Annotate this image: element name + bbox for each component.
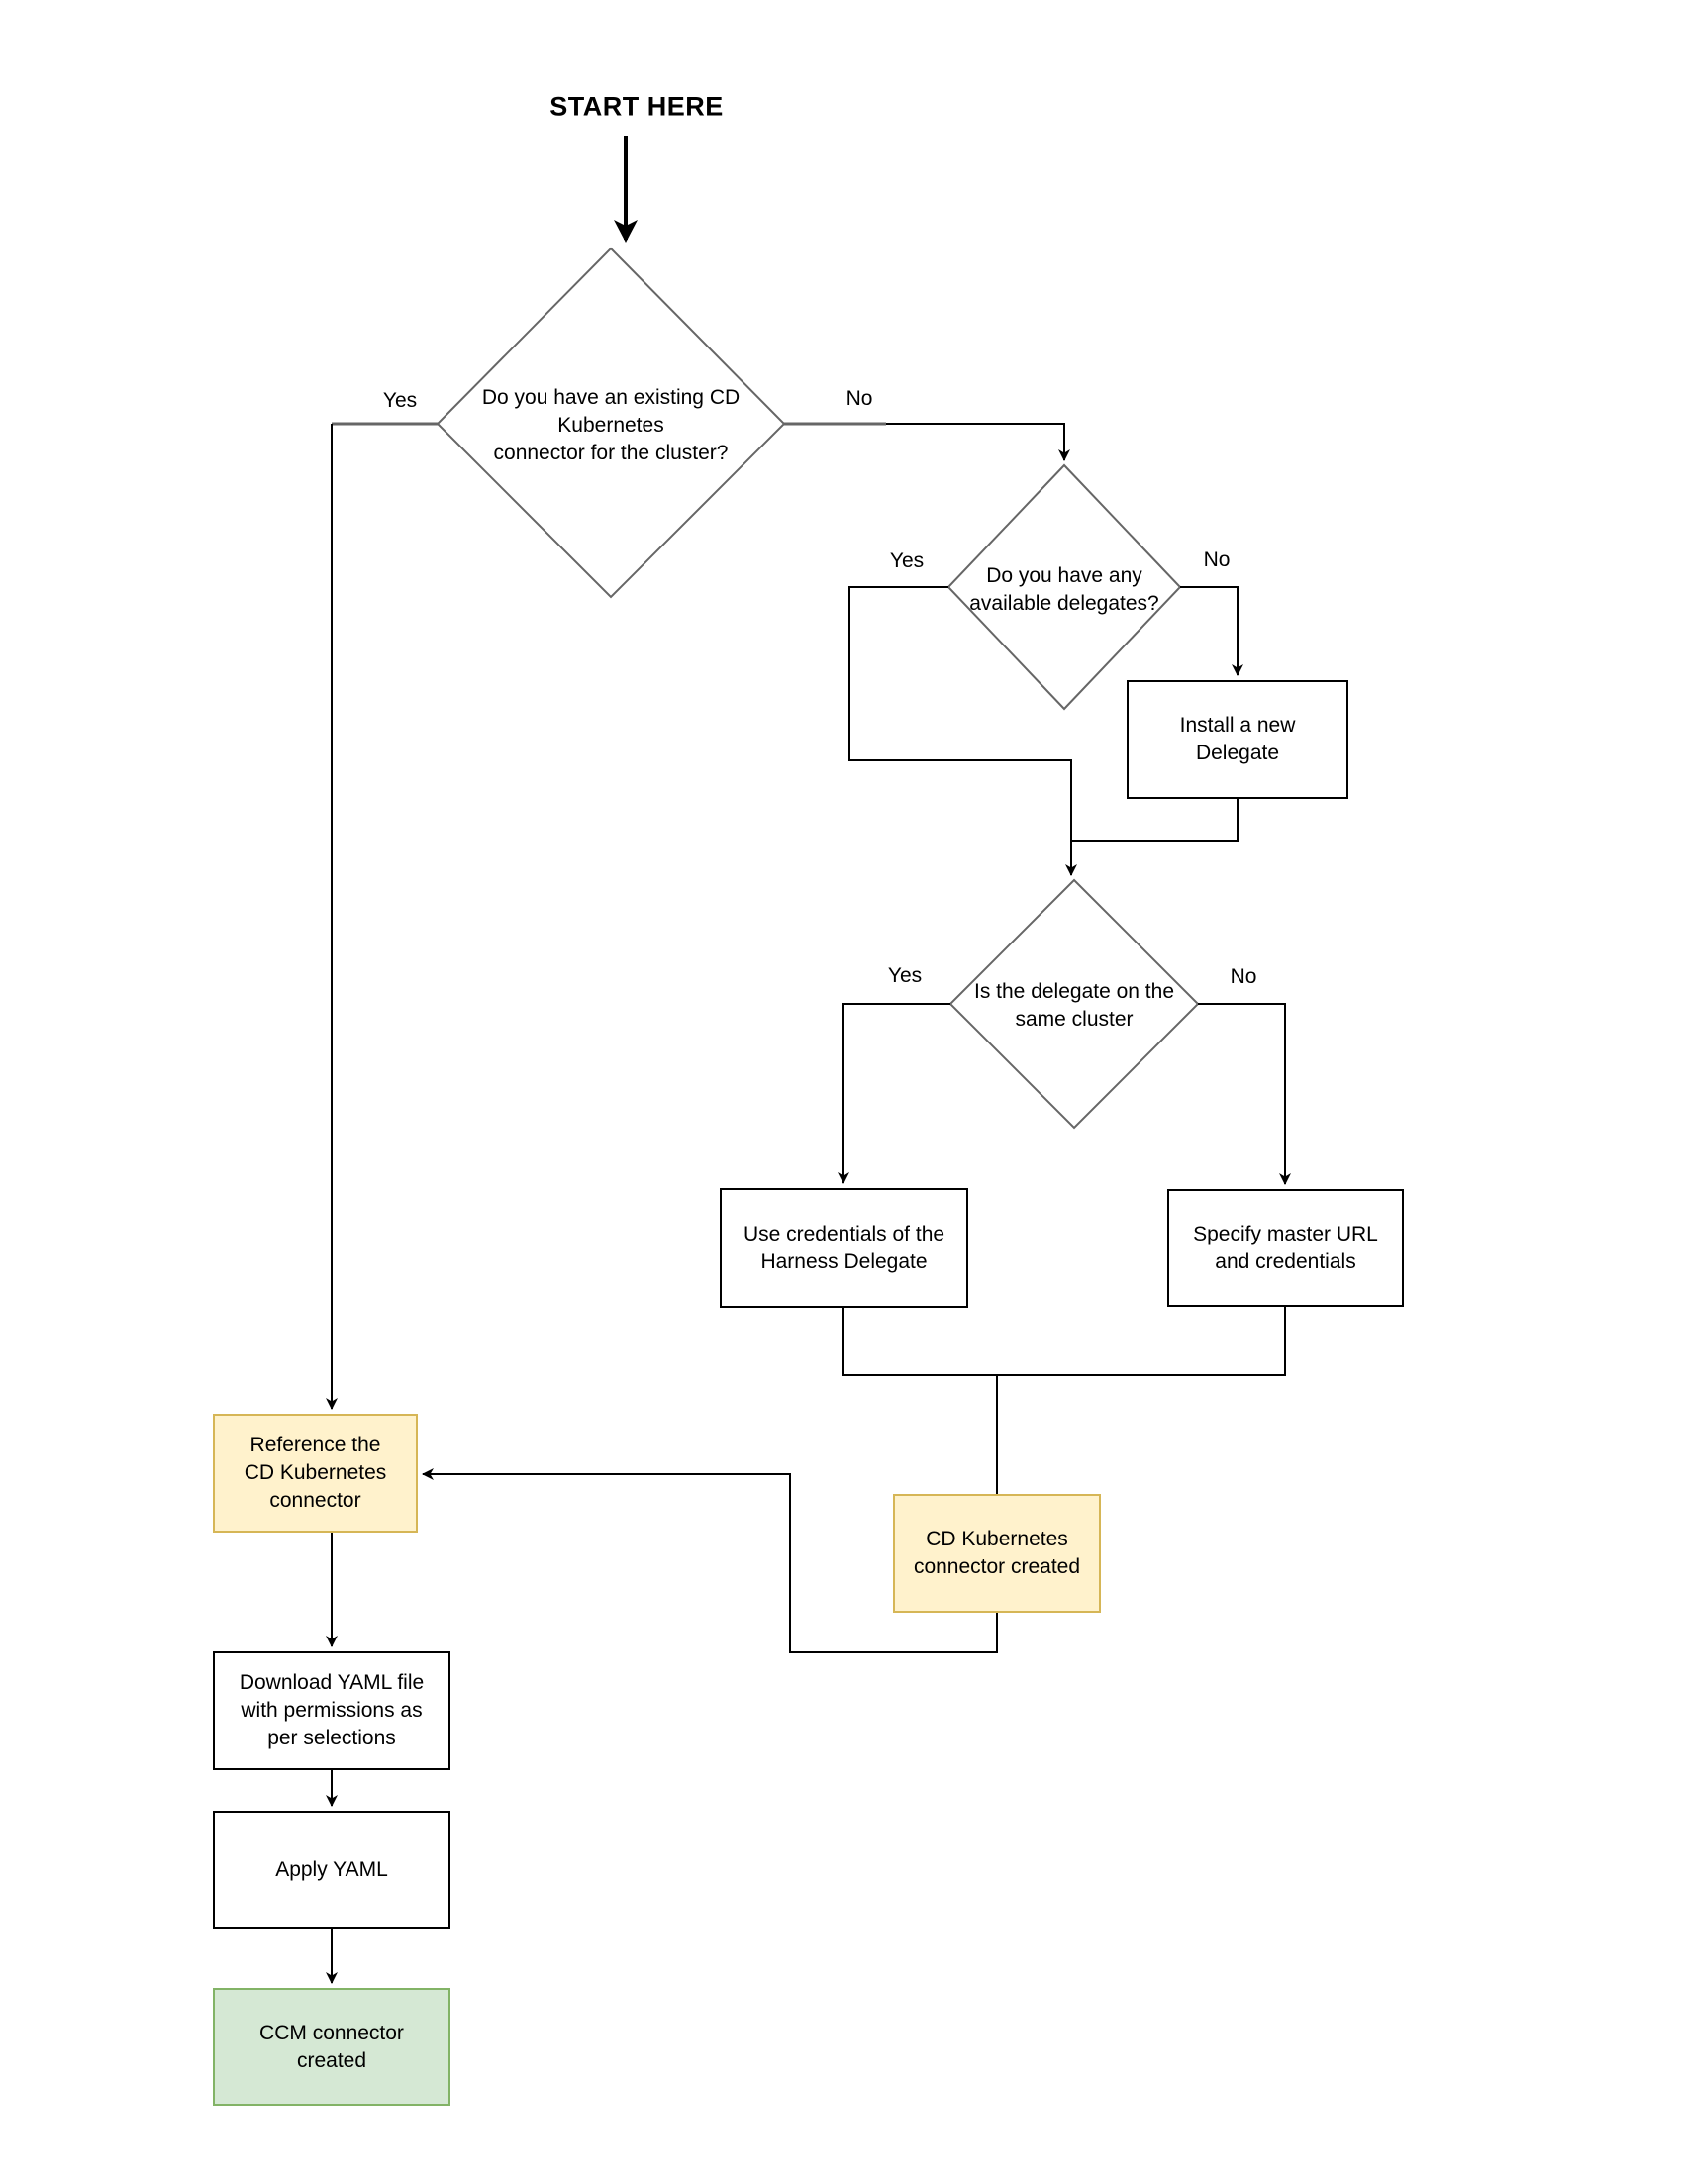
box-apply-yaml: Apply YAML [213, 1811, 450, 1929]
edge-converge [842, 1307, 1286, 1376]
edge-install-merge [1072, 799, 1239, 842]
edge-d2-yes [848, 586, 1077, 876]
box-cd-connector-created: CD Kubernetes connector created [893, 1494, 1101, 1613]
edge-feedback-reference [422, 1468, 998, 1653]
decision-existing-connector [436, 247, 786, 599]
box-download-yaml: Download YAML file with permissions as p… [213, 1651, 450, 1770]
start-here-label: START HERE [549, 91, 724, 122]
edge-d2-no [1180, 586, 1243, 676]
branch-label-d1-yes: Yes [382, 389, 418, 412]
box-use-credentials: Use credentials of the Harness Delegate [720, 1188, 968, 1308]
edge-d3-no [1198, 1003, 1291, 1185]
branch-label-d2-no: No [1203, 548, 1231, 571]
box-install-delegate: Install a new Delegate [1127, 680, 1348, 799]
edge-d1-no [886, 423, 1070, 461]
edge-d3-yes [838, 1003, 950, 1184]
branch-label-d2-yes: Yes [889, 549, 925, 572]
branch-label-d3-no: No [1230, 965, 1257, 988]
box-ccm-connector-created: CCM connector created [213, 1988, 450, 2106]
branch-label-d1-no: No [845, 387, 873, 410]
decision-delegate-same-cluster [948, 878, 1200, 1130]
box-specify-master-url: Specify master URL and credentials [1167, 1189, 1404, 1307]
box-reference-connector: Reference the CD Kubernetes connector [213, 1414, 418, 1533]
decision-available-delegates [946, 463, 1182, 711]
branch-label-d3-yes: Yes [887, 964, 923, 987]
